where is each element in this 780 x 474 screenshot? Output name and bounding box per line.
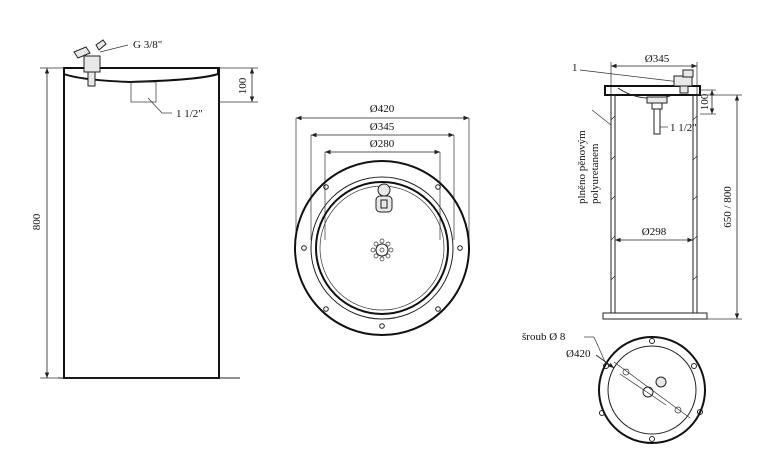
top-outer-rim [294,160,470,336]
base-bolt-holes [599,338,703,442]
top-bolt-holes [301,184,463,329]
side-faucet-icon [73,39,107,87]
section-view: Ø345 1 1 1/2" 100 [572,53,742,320]
top-view: Ø420 Ø345 Ø280 [294,103,470,336]
side-view: G 3/8" 1 1/2" 100 800 [31,39,258,379]
side-height-label: 800 [31,213,43,230]
base-view: šroub Ø 8 Ø420 [522,331,706,444]
section-top-height-label: 100 [699,93,711,110]
base-drain-icon [642,376,667,398]
section-left-wall [610,94,616,314]
base-inner-ring [607,345,697,435]
section-wall-hatch [610,115,698,281]
section-drain-label: 1 1/2" [670,122,697,134]
section-part-number: 1 [572,62,578,74]
top-inner-diameter-label: Ø280 [370,138,395,150]
side-basin-lip [63,67,219,84]
section-faucet-icon [673,69,694,94]
base-diameter-label: Ø420 [566,348,591,360]
top-drain-icon [370,238,394,262]
base-screw-label: šroub Ø 8 [522,331,566,343]
side-top-height-label: 100 [237,77,249,94]
side-thread-label: G 3/8" [133,39,162,51]
top-faucet-icon [375,183,393,213]
section-height-label: 650 / 800 [722,186,734,228]
side-drain-box [130,81,157,103]
top-basin-edge [315,181,449,315]
section-body-diameter-label: Ø298 [642,226,667,238]
section-insulation-line2: polyuretanem [589,143,601,204]
top-rim-inner [310,176,454,320]
section-insulation-line1: plněno pěnovým [576,130,588,204]
section-base-plate [602,312,708,320]
top-outer-diameter-label: Ø420 [370,103,395,115]
section-top-diameter-label: Ø345 [645,53,670,65]
top-mid-diameter-label: Ø345 [370,121,395,133]
base-outer-ring [598,336,706,444]
section-drain-fitting [646,96,668,135]
side-drain-label: 1 1/2" [176,108,203,120]
